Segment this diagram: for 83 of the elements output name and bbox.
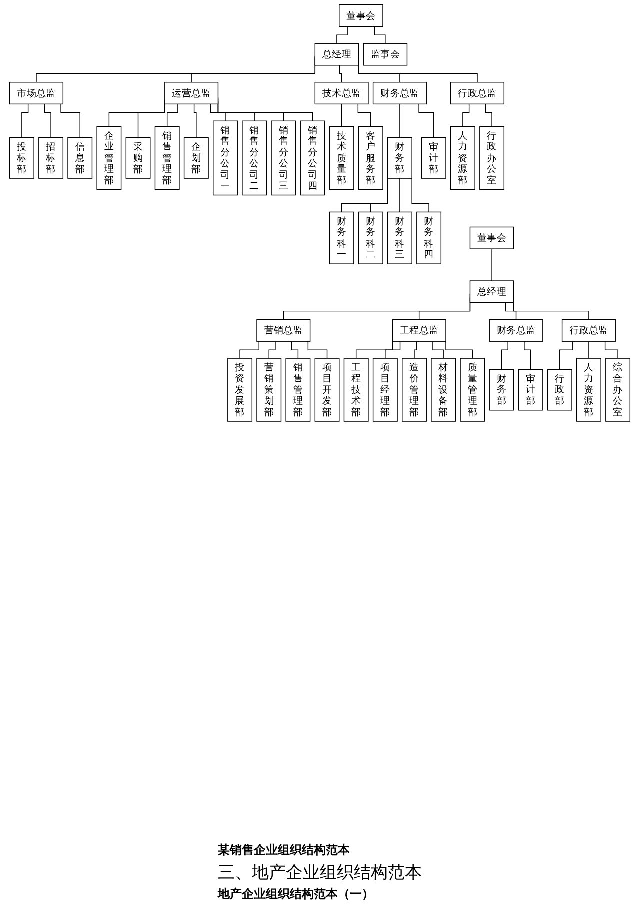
node-box bbox=[314, 82, 369, 105]
node-box bbox=[606, 358, 631, 422]
connector bbox=[505, 302, 517, 320]
node-box bbox=[339, 4, 384, 28]
connector bbox=[291, 341, 299, 359]
node-box bbox=[470, 226, 514, 250]
node-box bbox=[363, 43, 408, 66]
node-box bbox=[154, 126, 180, 190]
node-box bbox=[213, 120, 238, 196]
connector bbox=[524, 341, 532, 370]
connector bbox=[501, 341, 508, 370]
node-box bbox=[271, 120, 296, 196]
node-box bbox=[392, 319, 446, 342]
connector bbox=[336, 26, 348, 44]
connector bbox=[385, 341, 401, 359]
connector bbox=[432, 341, 444, 359]
node-box bbox=[416, 212, 442, 264]
connector bbox=[60, 104, 80, 138]
connector bbox=[462, 104, 470, 128]
connector bbox=[446, 340, 474, 359]
connector bbox=[418, 104, 434, 138]
node-box bbox=[387, 138, 412, 179]
node-box bbox=[314, 43, 360, 66]
node-box bbox=[300, 120, 326, 196]
node-box bbox=[480, 126, 505, 190]
connector bbox=[268, 341, 276, 359]
node-box bbox=[9, 82, 64, 105]
node-box bbox=[547, 369, 572, 411]
node-box bbox=[421, 138, 446, 179]
connector bbox=[341, 104, 342, 128]
connector bbox=[412, 176, 430, 213]
node-box bbox=[562, 319, 616, 342]
node-box bbox=[402, 358, 427, 422]
connector bbox=[308, 341, 328, 359]
connector bbox=[44, 104, 52, 138]
node-box bbox=[358, 212, 384, 264]
node-box bbox=[431, 358, 456, 422]
node-box bbox=[242, 120, 268, 196]
node-box bbox=[256, 358, 282, 422]
node-box bbox=[372, 82, 427, 105]
node-box bbox=[228, 358, 253, 422]
connector bbox=[370, 176, 388, 213]
connector bbox=[414, 341, 417, 359]
node-box bbox=[489, 319, 544, 342]
node-box bbox=[96, 126, 122, 190]
node-box bbox=[164, 82, 219, 105]
section-heading: 三、地产企业组织结构范本 bbox=[218, 862, 422, 884]
node-box bbox=[344, 358, 369, 422]
node-box bbox=[38, 138, 64, 179]
node-box bbox=[329, 126, 354, 190]
node-box bbox=[576, 358, 602, 422]
connector bbox=[138, 102, 166, 138]
node-box bbox=[358, 126, 384, 190]
connector bbox=[210, 104, 226, 122]
node-box bbox=[314, 358, 340, 422]
connector bbox=[240, 341, 260, 359]
node-box bbox=[518, 369, 544, 411]
node-box bbox=[489, 369, 514, 411]
node-box bbox=[286, 358, 311, 422]
connector bbox=[166, 104, 178, 128]
connector bbox=[374, 26, 386, 44]
connector bbox=[560, 341, 573, 370]
node-box bbox=[470, 280, 514, 304]
connector bbox=[485, 104, 492, 128]
node-box bbox=[256, 319, 311, 342]
connector bbox=[588, 341, 590, 359]
node-box bbox=[460, 358, 486, 422]
connector bbox=[604, 341, 618, 359]
node-box bbox=[329, 212, 354, 264]
node-box bbox=[450, 82, 505, 105]
node-box bbox=[126, 138, 151, 179]
node-box bbox=[184, 138, 209, 179]
connector bbox=[339, 65, 342, 83]
node-box bbox=[68, 138, 93, 179]
connector bbox=[194, 104, 197, 138]
node-box bbox=[9, 138, 34, 179]
node-box bbox=[372, 358, 398, 422]
node-box bbox=[387, 212, 412, 264]
connector bbox=[358, 104, 372, 128]
node-box bbox=[450, 126, 476, 190]
chart-caption: 某销售企业组织结构范本 bbox=[218, 842, 351, 859]
chart-caption: 地产企业组织结构范本（一） bbox=[218, 886, 375, 903]
connector bbox=[22, 104, 29, 138]
